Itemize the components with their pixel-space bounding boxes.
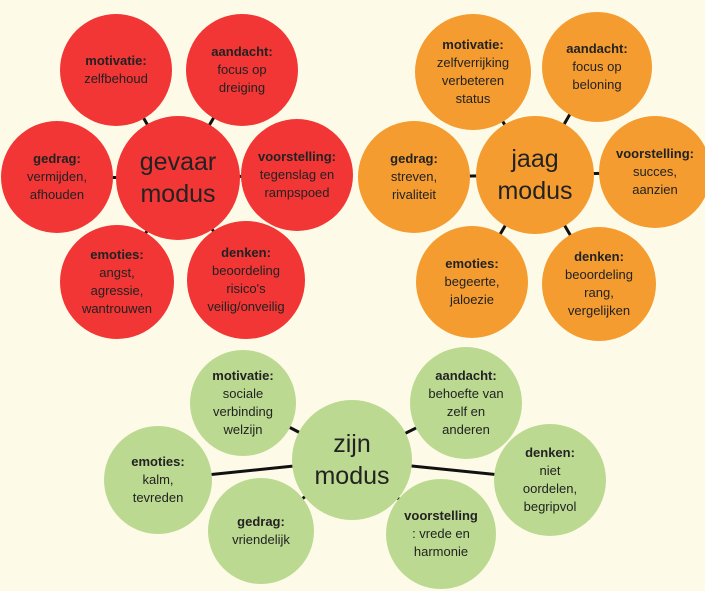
gevaar-emoties-node: emoties: angst, agressie, wantrouwen <box>60 225 174 339</box>
gevaar-denken-label: denken: <box>221 245 271 260</box>
gevaar-emoties-text: angst, agressie, wantrouwen <box>81 265 153 316</box>
zijn-voorstelling-text: : vrede en harmonie <box>412 526 470 559</box>
zijn-gedrag-text: vriendelijk <box>232 532 290 547</box>
zijn-gedrag-node: gedrag: vriendelijk <box>208 478 314 584</box>
jaag-voorstelling-text: succes, aanzien <box>632 164 678 197</box>
jaag-aandacht-node: aandacht: focus op beloning <box>542 12 652 122</box>
jaag-motivatie-node: motivatie: zelfverrijking verbeteren sta… <box>415 14 531 130</box>
zijn-motivatie-text: sociale verbinding welzijn <box>213 386 273 437</box>
gevaar-motivatie-text: zelfbehoud <box>84 71 148 86</box>
gevaar-denken-node: denken: beoordeling risico's veilig/onve… <box>187 221 305 339</box>
gevaar-motivatie-node: motivatie: zelfbehoud <box>60 14 172 126</box>
zijn-voorstelling-label: voorstelling <box>404 508 478 523</box>
zijn-aandacht-label: aandacht: <box>435 368 497 383</box>
jaag-emoties-text: begeerte, jaloezie <box>444 274 500 307</box>
zijn-motivatie-node: motivatie: sociale verbinding welzijn <box>190 350 296 456</box>
gevaar-voorstelling-node: voorstelling: tegenslag en rampspoed <box>241 119 353 231</box>
jaag-modus-title: jaag modus <box>497 145 573 205</box>
zijn-emoties-text: kalm, tevreden <box>132 472 184 505</box>
gevaar-gedrag-text: vermijden, afhouden <box>27 169 87 202</box>
zijn-denken-node: denken: niet oordelen, begripvol <box>494 424 606 536</box>
jaag-emoties-label: emoties: <box>445 256 499 271</box>
zijn-denken-text: niet oordelen, begripvol <box>522 463 578 514</box>
zijn-aandacht-text: behoefte van zelf en anderen <box>428 386 504 437</box>
gevaar-emoties-label: emoties: <box>90 247 144 262</box>
jaag-denken-label: denken: <box>574 249 624 264</box>
jaag-motivatie-label: motivatie: <box>442 37 504 52</box>
zijn-aandacht-node: aandacht: behoefte van zelf en anderen <box>410 347 522 459</box>
gevaar-aandacht-text: focus op dreiging <box>217 62 267 95</box>
zijn-modus-title: zijn modus <box>314 430 390 490</box>
zijn-motivatie-label: motivatie: <box>212 368 274 383</box>
jaag-motivatie-text: zelfverrijking verbeteren status <box>436 55 510 106</box>
jaag-aandacht-text: focus op beloning <box>572 59 622 92</box>
jaag-modus-center: jaag modus <box>476 116 594 234</box>
jaag-denken-text: beoordeling rang, vergelijken <box>565 267 633 318</box>
gevaar-modus-center: gevaar modus <box>116 116 240 240</box>
gevaar-gedrag-node: gedrag: vermijden, afhouden <box>1 121 113 233</box>
jaag-voorstelling-label: voorstelling: <box>615 146 694 161</box>
jaag-gedrag-label: gedrag: <box>390 151 438 166</box>
gevaar-denken-text: beoordeling risico's veilig/onveilig <box>207 263 285 314</box>
gevaar-aandacht-node: aandacht: focus op dreiging <box>186 14 298 126</box>
zijn-modus-center: zijn modus <box>292 400 412 520</box>
jaag-voorstelling-node: voorstelling: succes, aanzien <box>599 116 705 228</box>
gevaar-voorstelling-text: tegenslag en rampspoed <box>259 167 335 200</box>
jaag-emoties-node: emoties: begeerte, jaloezie <box>416 226 528 338</box>
zijn-emoties-label: emoties: <box>131 454 185 469</box>
gevaar-modus-title: gevaar modus <box>139 148 217 208</box>
gevaar-gedrag-label: gedrag: <box>33 151 81 166</box>
gevaar-voorstelling-label: voorstelling: <box>257 149 336 164</box>
jaag-aandacht-label: aandacht: <box>566 41 628 56</box>
jaag-gedrag-node: gedrag: streven, rivaliteit <box>358 121 470 233</box>
jaag-denken-node: denken: beoordeling rang, vergelijken <box>542 227 656 341</box>
gevaar-aandacht-label: aandacht: <box>211 44 273 59</box>
zijn-emoties-node: emoties: kalm, tevreden <box>104 426 212 534</box>
zijn-denken-label: denken: <box>525 445 575 460</box>
jaag-gedrag-text: streven, rivaliteit <box>390 169 438 202</box>
zijn-gedrag-label: gedrag: <box>237 514 285 529</box>
zijn-voorstelling-node: voorstelling : vrede en harmonie <box>386 479 496 589</box>
gevaar-motivatie-label: motivatie: <box>85 53 147 68</box>
